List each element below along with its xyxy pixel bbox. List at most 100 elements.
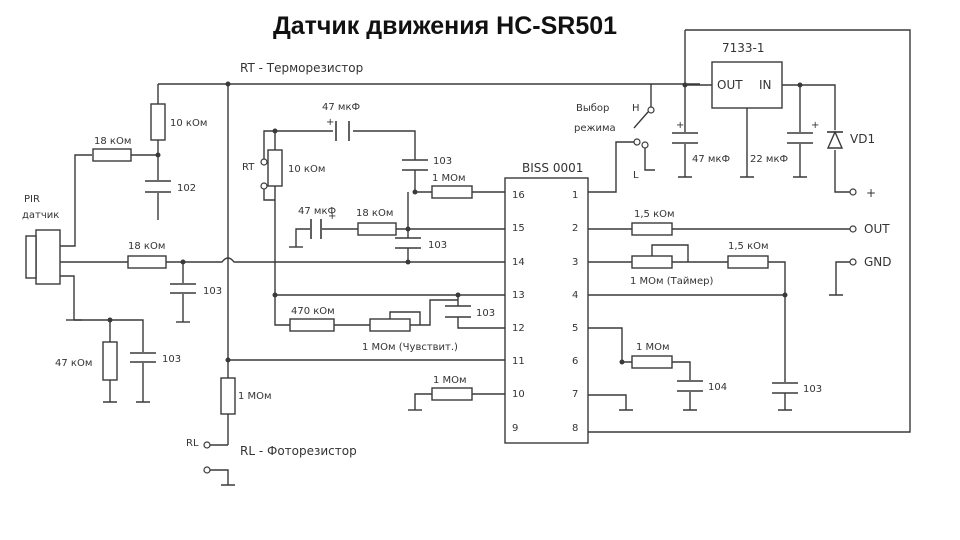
svg-text:16: 16 [512, 190, 525, 201]
svg-text:8: 8 [572, 423, 578, 434]
svg-text:9: 9 [512, 423, 518, 434]
label-18k-c: 18 кОм [356, 208, 393, 219]
rt-line-label: RT - Терморезистор [240, 61, 363, 75]
label-1m-6: 1 МОм [636, 342, 670, 353]
resistor-10k [150, 103, 166, 141]
label-102: 102 [177, 183, 196, 194]
out-label: OUT [864, 222, 890, 236]
svg-text:7: 7 [572, 389, 578, 400]
wire-pin3 [588, 261, 786, 382]
label-1m-timer: 1 МОм (Таймер) [630, 276, 713, 287]
resistor-1m-10 [431, 387, 473, 401]
capacitor-102 [145, 180, 171, 193]
wire-pin1 [588, 141, 634, 193]
label-103-47k: 103 [162, 354, 181, 365]
label-103-pir: 103 [203, 286, 222, 297]
capacitor-103-16 [402, 159, 428, 171]
rl-label: RL [186, 438, 199, 449]
capacitor-103-15 [395, 237, 421, 249]
svg-text:11: 11 [512, 356, 525, 367]
svg-text:4: 4 [572, 290, 578, 301]
mode-label-1: Выбор [576, 103, 609, 114]
label-1-5k-a: 1,5 кОм [634, 209, 675, 220]
resistor-1m-16 [431, 185, 473, 199]
svg-text:3: 3 [572, 257, 578, 268]
reg-out-label: OUT [717, 78, 743, 92]
wire-pin14 [166, 257, 505, 263]
resistor-10k-rt [267, 149, 283, 187]
capacitor-104 [677, 380, 703, 392]
wire-10k-node [131, 84, 159, 220]
label-10k: 10 кОм [170, 118, 207, 129]
pir-label: PIR [24, 194, 40, 205]
capacitor-103-pir [170, 283, 196, 294]
label-47u-reg: 47 мкФ [692, 154, 730, 165]
capacitor-22u [787, 132, 813, 144]
regulator-7133 [711, 61, 783, 109]
label-1m-10: 1 МОм [433, 375, 467, 386]
resistor-1-5k-a [631, 222, 673, 236]
capacitor-103-12 [445, 305, 471, 318]
chip-label: BISS 0001 [522, 161, 583, 175]
right-rail-wire [588, 29, 911, 433]
svg-text:+: + [326, 117, 334, 128]
svg-text:14: 14 [512, 257, 525, 268]
svg-text:+: + [676, 120, 684, 131]
biss0001-chip [504, 177, 589, 444]
label-103-4: 103 [803, 384, 822, 395]
chip-pins-right: 1 2 3 4 5 6 7 8 [572, 190, 578, 434]
rt-label: RT [242, 162, 255, 173]
label-1m-sens: 1 МОм (Чувствит.) [362, 342, 458, 353]
plus-label: + [866, 186, 876, 200]
bus-275 [274, 131, 505, 326]
svg-text:13: 13 [512, 290, 525, 301]
pir-sensor [25, 154, 128, 321]
resistor-18k-b [127, 255, 167, 269]
gnd-label: GND [864, 255, 892, 269]
svg-text:6: 6 [572, 356, 578, 367]
resistor-470k [289, 318, 335, 332]
label-10k-rt: 10 кОм [288, 164, 325, 175]
svg-text:1: 1 [572, 190, 578, 201]
wire-pin6 [588, 327, 697, 411]
resistor-18k-a [92, 148, 132, 162]
vd1-label: VD1 [850, 132, 875, 146]
wire-pin15 [295, 228, 505, 247]
label-18k-b: 18 кОм [128, 241, 165, 252]
label-1m-16: 1 МОм [432, 173, 466, 184]
regulator-label: 7133-1 [722, 41, 765, 55]
label-103-16: 103 [433, 156, 452, 167]
label-470k: 470 кОм [291, 306, 335, 317]
resistor-1m-sens [369, 318, 411, 332]
wire-pin7 [588, 394, 633, 411]
reg-vout-wire [684, 30, 712, 86]
mode-h-label: H [632, 103, 640, 114]
svg-text:10: 10 [512, 389, 525, 400]
capacitor-103-47k [130, 352, 156, 363]
diode-vd1 [826, 130, 844, 149]
mode-label-2: режима [574, 123, 616, 134]
resistor-18k-c [357, 222, 397, 236]
wire-rt [263, 130, 432, 193]
svg-text:15: 15 [512, 223, 525, 234]
svg-text:2: 2 [572, 223, 578, 234]
resistor-1-5k-b [727, 255, 769, 269]
label-47u-mid: 47 мкФ [298, 206, 336, 217]
resistor-47k [102, 341, 118, 381]
chip-pins-left: 16 15 14 13 12 11 10 9 [512, 190, 525, 434]
mode-l-label: L [633, 170, 639, 181]
svg-text:12: 12 [512, 323, 525, 334]
svg-text:+: + [811, 120, 819, 131]
resistor-1m-6 [631, 355, 673, 369]
label-1-5k-b: 1,5 кОм [728, 241, 769, 252]
pir-sub-label: датчик [22, 210, 59, 221]
label-103-15: 103 [428, 240, 447, 251]
label-47u-top: 47 мкФ [322, 102, 360, 113]
label-47k: 47 кОм [55, 358, 92, 369]
label-103-12: 103 [476, 308, 495, 319]
reg-in-label: IN [759, 78, 772, 92]
capacitor-47u-mid [310, 219, 322, 239]
capacitor-47u-reg [672, 132, 698, 144]
svg-text:+: + [328, 211, 336, 222]
